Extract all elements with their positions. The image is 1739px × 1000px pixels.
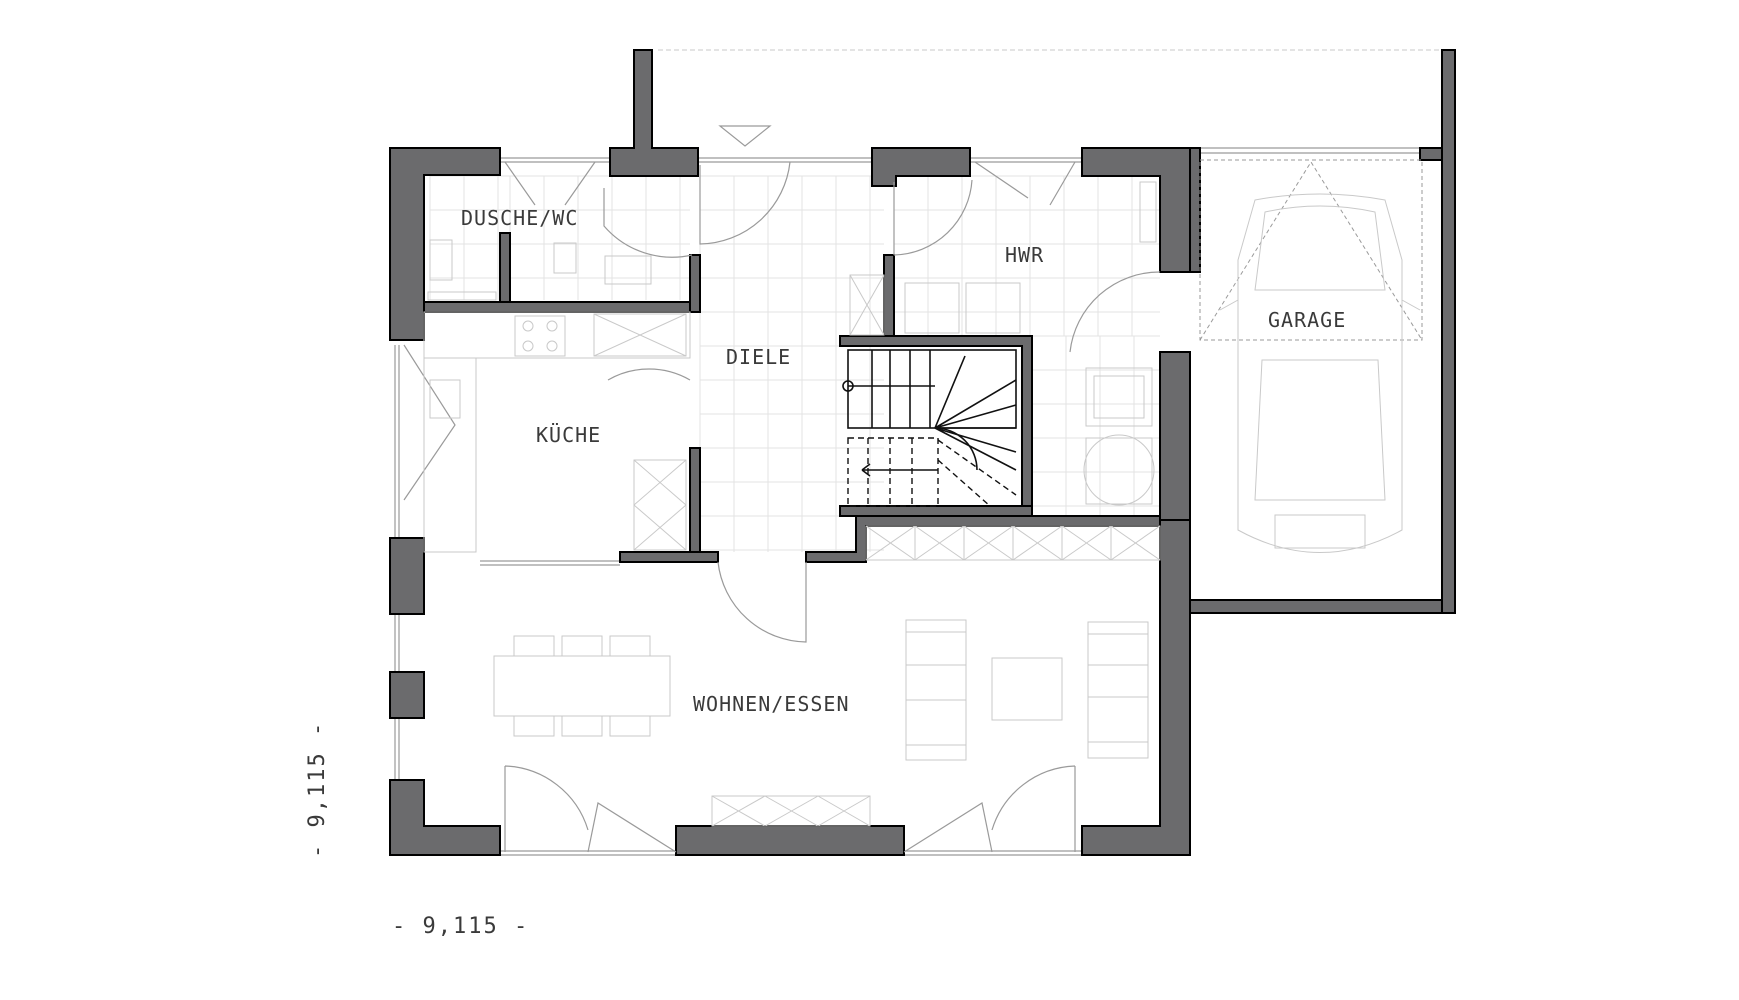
tile-line <box>865 525 916 561</box>
window-swing <box>991 765 1076 852</box>
wall-segment <box>871 147 971 187</box>
wall-segment <box>499 232 511 304</box>
door-swing <box>607 368 691 381</box>
window-swing <box>587 802 677 853</box>
window-swing <box>974 161 1076 206</box>
wall-segment <box>1159 351 1191 521</box>
dimension-width: - 9,115 - <box>392 914 529 939</box>
wall-segment <box>1189 147 1201 273</box>
wall-segment <box>839 335 1033 507</box>
door-swing <box>603 188 693 258</box>
wall-segment <box>1441 49 1456 614</box>
tile-line <box>963 525 1014 561</box>
wall-segment <box>619 551 719 563</box>
wall-segment <box>423 301 691 313</box>
wall-segment <box>389 537 425 615</box>
room-label-hwr: HWR <box>1005 243 1044 267</box>
wall-segment <box>689 254 701 313</box>
wall-segment <box>1081 519 1191 856</box>
entrance-arrow <box>718 125 772 147</box>
room-label-garage: GARAGE <box>1268 308 1346 332</box>
dining-table <box>493 655 671 717</box>
car <box>1199 159 1423 553</box>
door-swing <box>717 561 807 643</box>
lowboard <box>711 795 871 827</box>
room-label-dusche-wc: DUSCHE/WC <box>461 206 578 230</box>
wall-segment <box>675 825 905 856</box>
staircase <box>842 349 1017 507</box>
coffee-table <box>991 657 1063 721</box>
door-swing <box>893 179 973 256</box>
wall-segment <box>1189 599 1456 614</box>
window-swing <box>403 344 456 501</box>
tile-grid-diele <box>429 175 1160 552</box>
window-swing <box>504 161 596 206</box>
dimension-depth: - 9,115 - <box>305 721 330 858</box>
walls <box>389 49 1456 856</box>
door-swing <box>1069 271 1161 353</box>
furniture <box>423 181 1161 827</box>
door-swing <box>699 161 791 245</box>
sofa <box>905 619 967 761</box>
wall-segment <box>839 505 1033 517</box>
wall-segment <box>689 447 701 563</box>
room-label-diele: DIELE <box>726 345 791 369</box>
sofa <box>1087 621 1149 759</box>
tile-line <box>1012 525 1063 561</box>
tile-line <box>914 525 965 561</box>
cooktop <box>514 315 566 357</box>
tile-line <box>1110 525 1161 561</box>
wall-segment <box>389 147 501 341</box>
door-swings <box>403 125 1161 853</box>
window-swing <box>903 802 993 853</box>
wall-segment <box>609 49 699 177</box>
window-swing <box>504 765 589 852</box>
wall-segment <box>389 671 425 719</box>
wall-segment <box>883 254 895 337</box>
wall-segment <box>1419 147 1443 161</box>
wall-segment <box>389 779 501 856</box>
tile-line <box>1061 525 1112 561</box>
room-label-wohnen-essen: WOHNEN/ESSEN <box>693 692 850 716</box>
room-label-kueche: KÜCHE <box>536 423 601 447</box>
